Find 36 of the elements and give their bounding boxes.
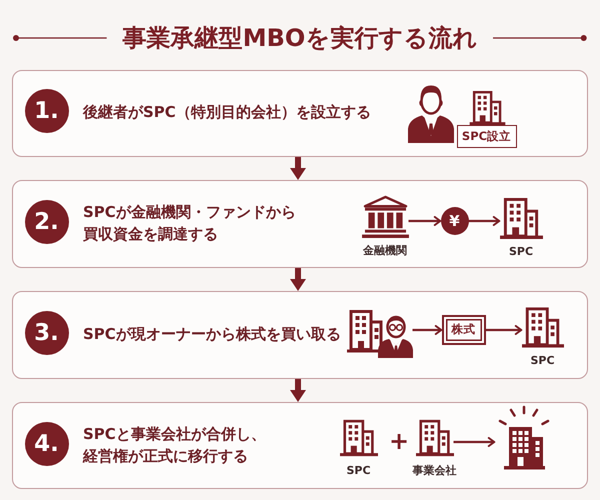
step-text: SPCと事業会社が合併し、経営権が正式に移行する	[83, 424, 267, 467]
icon-caption: 金融機関	[363, 244, 407, 258]
plus-sign: +	[389, 429, 410, 453]
building-icon	[340, 418, 378, 458]
building-icon	[416, 418, 454, 458]
step-number: 2.	[24, 200, 68, 244]
arrow	[290, 157, 306, 180]
icon-caption: SPC	[530, 354, 555, 368]
step-text: SPCが現オーナーから株式を買い取る	[83, 324, 342, 345]
step-text: 後継者がSPC（特別目的会社）を設立する	[83, 102, 372, 123]
building-icon	[522, 306, 564, 348]
step-card	[12, 402, 588, 489]
step-number: 4.	[24, 422, 68, 466]
name-tag: SPC設立	[456, 124, 516, 148]
step-number: 1.	[24, 88, 68, 132]
arrow	[290, 379, 306, 402]
step-text: SPCが金融機関・ファンドから買収資金を調達する	[83, 202, 297, 245]
icon-caption: SPC	[346, 464, 371, 478]
arrow	[486, 325, 522, 335]
arrow	[290, 268, 306, 291]
step-card	[12, 70, 588, 157]
step-number: 3.	[24, 310, 68, 354]
step-card	[12, 291, 588, 379]
yen-coin: ¥	[440, 206, 468, 234]
building-and-person-icon	[346, 310, 412, 358]
arrow	[454, 437, 496, 447]
bank-icon	[362, 194, 408, 238]
arrow	[412, 325, 442, 335]
icon-caption: 事業会社	[412, 464, 456, 478]
arrow	[408, 216, 442, 226]
title: 事業承継型MBOを実行する流れ	[122, 23, 478, 54]
stock-certificate: 株式	[442, 314, 486, 344]
arrow	[468, 216, 500, 226]
building-icon	[500, 198, 542, 238]
step-card	[12, 180, 588, 268]
icon-caption: SPC	[508, 244, 534, 258]
